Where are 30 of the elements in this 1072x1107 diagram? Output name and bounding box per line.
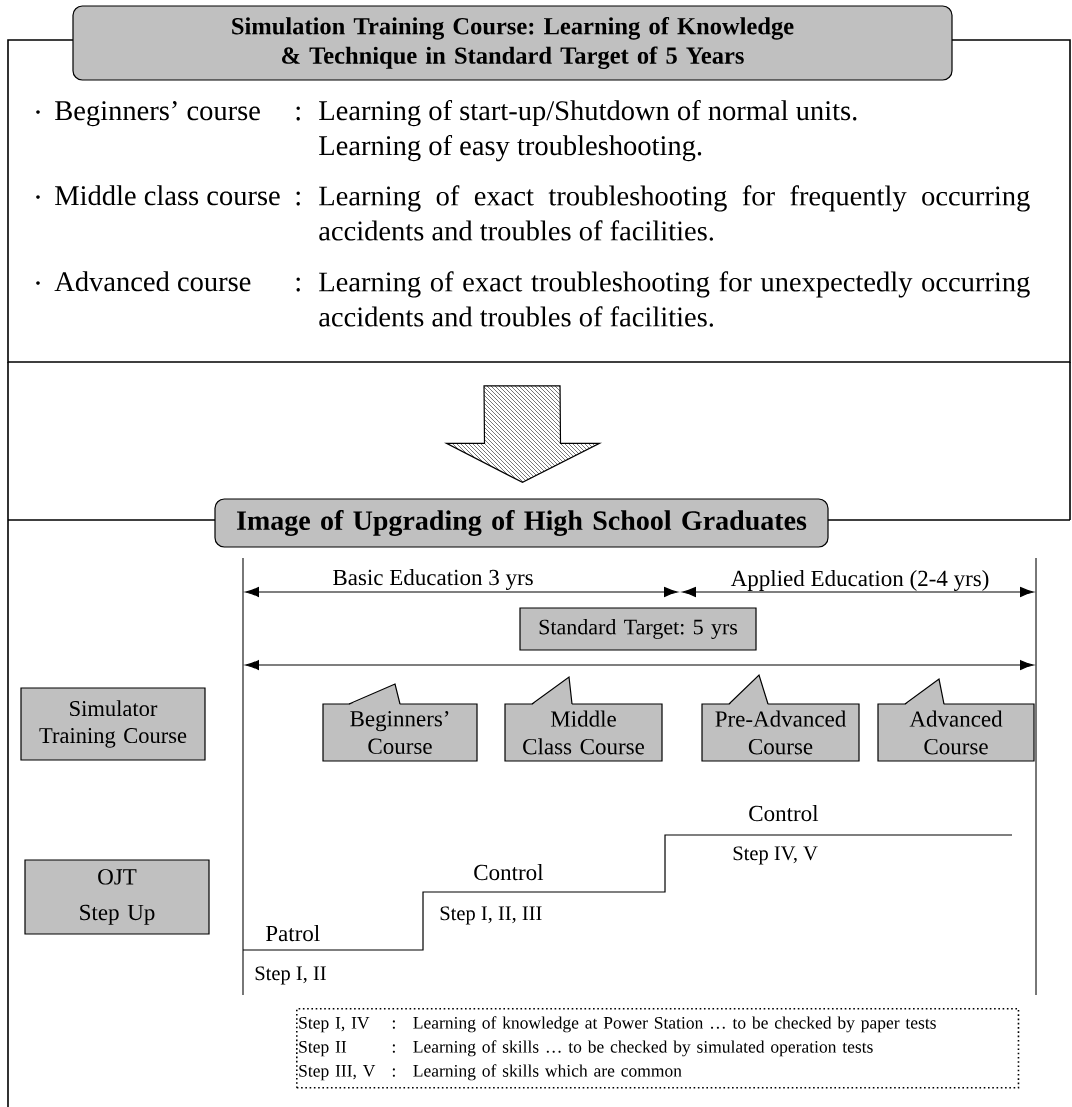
label-text: Step IV, V	[733, 846, 818, 865]
speech-callout: Beginners’ Course	[322, 683, 478, 762]
section-banner: Image of Upgrading of High School Graduates	[214, 498, 829, 548]
speech-callout: Advanced Course	[877, 677, 1035, 762]
description-text: Learning of exact troubleshooting for frequently occurring accidents and troubles of facilities.	[319, 185, 1030, 241]
label-text: Applied Education (2-4 yrs)	[730, 570, 989, 591]
label-text: Step I, II	[255, 966, 326, 985]
label-text: :	[296, 277, 300, 292]
ojt-box: OJT Step Up	[24, 859, 210, 935]
speech-callout: Middle Class Course	[504, 675, 663, 762]
label-text: Control	[474, 864, 544, 881]
title-banner: Simulation Training Course: Learning of Knowledge & Technique in Standard Target of 5 Years	[72, 5, 953, 81]
target-box: Standard Target: 5 yrs	[519, 607, 757, 651]
label-text: Patrol	[265, 925, 320, 942]
label-text: :	[296, 191, 300, 206]
label-text: :	[296, 106, 300, 121]
label-text: Beginners’ course	[55, 101, 260, 127]
label-text: Control	[749, 805, 819, 822]
label-text: Learning of easy troubleshooting.	[319, 134, 702, 162]
label-text: Basic Education 3 yrs	[333, 569, 533, 590]
block-arrow	[444, 385, 602, 484]
label-text: Middle class course	[55, 185, 280, 206]
label-text: Step I, II, III	[440, 906, 542, 925]
note-box: Step I, IV : Learning of knowledge at Power Station … to be checked by paper tests Step II : Learning of skills … to be checked by simulated operation tests Step III, V : Learning of skills which are common	[296, 1008, 1020, 1089]
label-text: Advanced course	[54, 271, 251, 292]
label-text: Learning of start-up/Shutdown of normal units.	[319, 99, 857, 127]
course-box: Simulator Training Course	[20, 687, 206, 761]
text-panel	[7, 5, 1071, 363]
description-text: Learning of exact troubleshooting for unexpectedly occurring accidents and troubles of facilities.	[319, 271, 1030, 327]
speech-callout: Pre-Advanced Course	[701, 673, 860, 762]
